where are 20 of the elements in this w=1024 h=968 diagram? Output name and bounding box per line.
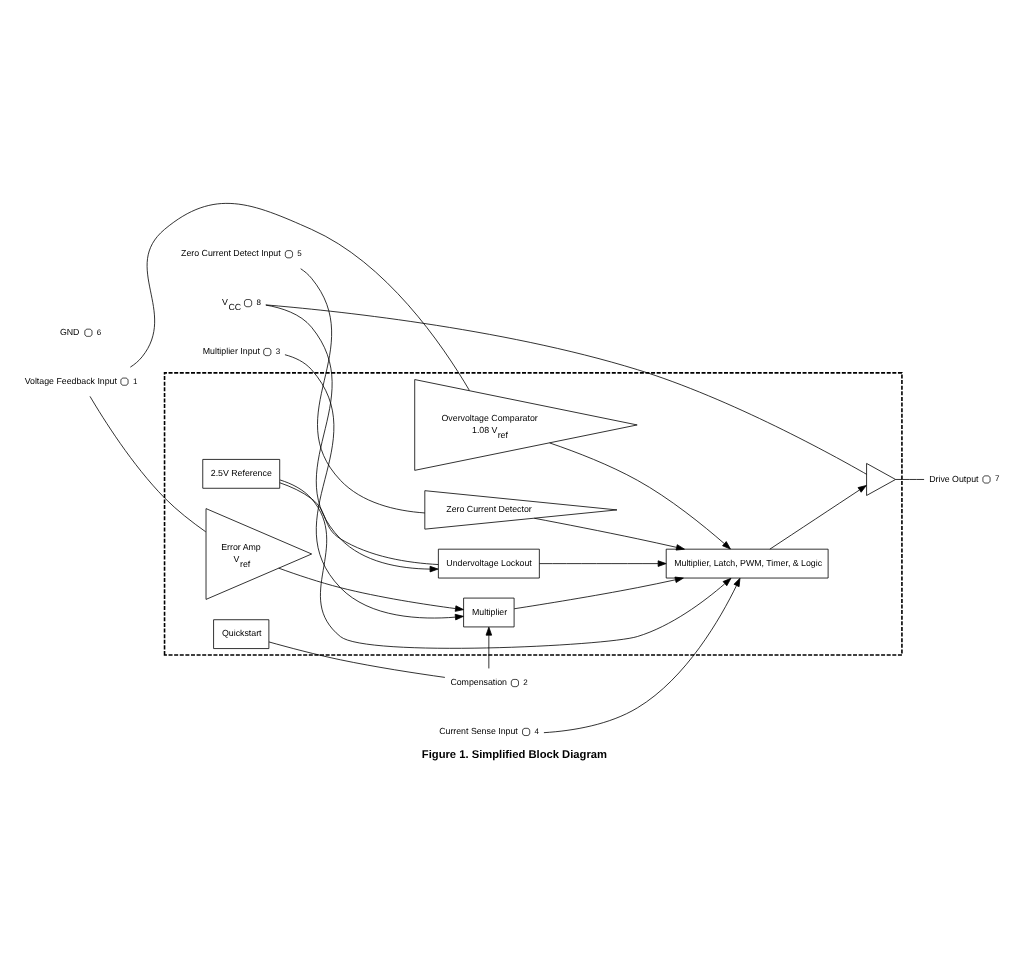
connector	[265, 304, 867, 475]
connector	[279, 482, 439, 565]
connector	[268, 641, 446, 678]
arrow	[533, 517, 685, 551]
arrow	[284, 354, 464, 621]
arrow	[265, 304, 439, 573]
arrow	[769, 485, 867, 550]
arrow	[485, 626, 493, 669]
connector	[129, 203, 470, 391]
connector	[895, 479, 925, 480]
arrow	[513, 576, 684, 610]
node-triangle	[866, 463, 896, 496]
arrow	[279, 479, 732, 649]
cluster	[163, 372, 903, 656]
connector	[300, 268, 426, 514]
arrow	[549, 442, 731, 550]
arrow	[539, 560, 667, 567]
arrow	[278, 567, 464, 612]
connector	[89, 395, 207, 533]
arrow	[543, 577, 741, 734]
